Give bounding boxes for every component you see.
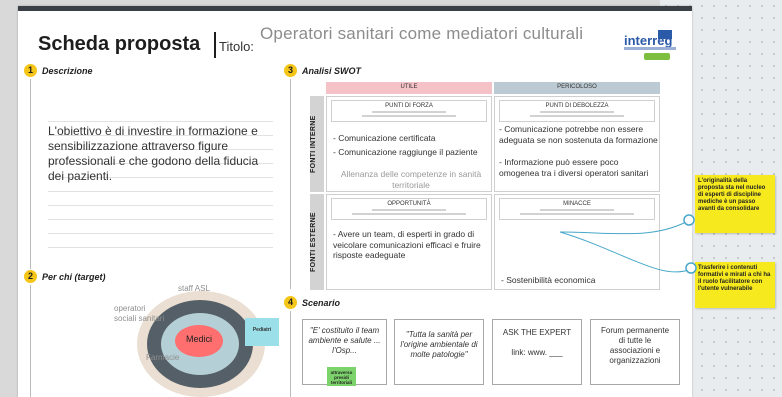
target-ring-core xyxy=(175,325,223,357)
description-text[interactable]: L'obiettivo è di investire in formazione… xyxy=(48,124,259,183)
sticky-note-pediatri[interactable]: Pediatri xyxy=(245,318,279,346)
logo-green-badge xyxy=(644,53,670,60)
section-3-title: Analisi SWOT xyxy=(302,66,362,76)
target-label-operatori: operatori sociali sanitari xyxy=(114,304,165,323)
strengths-title: PUNTI DI FORZA xyxy=(385,103,433,109)
target-label-staff: staff ASL xyxy=(178,284,210,293)
swot-col-pericoloso: PERICOLOSO xyxy=(494,82,660,94)
weaknesses-subtitle-line xyxy=(540,111,614,113)
proposal-board: Scheda proposta Titolo: Operatori sanita… xyxy=(18,6,692,397)
target-label-farmacie: Farmacie xyxy=(146,353,180,362)
swot-row-esterne: FONTI ESTERNE xyxy=(310,194,324,290)
section-3-badge: 3 xyxy=(284,64,297,77)
section-1-divider xyxy=(30,79,31,269)
board-top-bar xyxy=(18,6,692,11)
sticky-note-originalita[interactable]: L'originalità della proposta sta nel nuc… xyxy=(695,175,775,233)
section-2-divider xyxy=(30,285,31,397)
threats-title: MINACCE xyxy=(563,201,591,207)
strengths-subtitle-line xyxy=(372,111,446,113)
swot-row-interne: FONTI INTERNE xyxy=(310,96,324,192)
section-4-badge: 4 xyxy=(284,296,297,309)
opportunities-title: OPPORTUNITÀ xyxy=(387,201,431,207)
page-title: Scheda proposta xyxy=(38,33,201,55)
target-core-label: Medici xyxy=(185,334,212,344)
scenario-box-4[interactable]: Forum permanente di tutte le associazion… xyxy=(590,319,680,385)
weaknesses-subtitle-line xyxy=(530,115,624,117)
opportunities-subtitle-line xyxy=(372,209,446,211)
sticky-note-trasferire[interactable]: Trasferire i contenuti formativi e mirat… xyxy=(695,262,775,308)
section-2-title: Per chi (target) xyxy=(42,272,106,282)
title-separator xyxy=(214,32,216,58)
scenario-box-2[interactable]: "Tutta la sanità per l'origine ambiental… xyxy=(394,319,484,385)
section-1-title: Descrizione xyxy=(42,66,93,76)
swot-row-esterne-label: FONTI ESTERNE xyxy=(310,212,317,272)
swot-cell-weaknesses[interactable]: PUNTI DI DEBOLEZZA - Comunicazione potre… xyxy=(494,96,660,192)
section-4-title: Scenario xyxy=(302,298,341,308)
strengths-subtitle-line xyxy=(362,115,456,117)
strength-extra: Allenanza delle competenze in sanità ter… xyxy=(340,169,482,190)
threats-subtitle-line xyxy=(540,209,614,211)
threat-item: - Sostenibilità economica xyxy=(501,275,596,285)
logo-subtitle-bar xyxy=(624,47,676,50)
opportunities-subtitle-line xyxy=(352,213,466,215)
strengths-header-box: PUNTI DI FORZA xyxy=(331,100,487,122)
section-4-divider xyxy=(290,311,291,397)
eu-flag-icon xyxy=(658,30,672,39)
title-field-value[interactable]: Operatori sanitari come mediatori cultur… xyxy=(260,24,584,43)
weaknesses-title: PUNTI DI DEBOLEZZA xyxy=(545,103,609,109)
title-field-label: Titolo: xyxy=(219,39,254,54)
weaknesses-header-box: PUNTI DI DEBOLEZZA xyxy=(499,100,655,122)
swot-cell-strengths[interactable]: PUNTI DI FORZA - Comunicazione certifica… xyxy=(326,96,492,192)
sticky-note-presidi[interactable]: attraverso presidi territoriali xyxy=(327,367,356,386)
section-1-badge: 1 xyxy=(24,64,37,77)
section-3-divider xyxy=(290,79,291,289)
weakness-item-1: - Comunicazione potrebbe non essere adeg… xyxy=(499,124,658,145)
description-ruled-lines xyxy=(48,108,273,258)
threats-header-box: MINACCE xyxy=(499,198,655,220)
opportunities-header-box: OPPORTUNITÀ xyxy=(331,198,487,220)
strength-item-2: - Comunicazione raggiunge il paziente xyxy=(333,147,478,157)
threats-subtitle-line xyxy=(520,213,634,215)
swot-cell-opportunities[interactable]: OPPORTUNITÀ - Avere un team, di esperti … xyxy=(326,194,492,290)
strength-item-1: - Comunicazione certificata xyxy=(333,133,436,143)
opportunity-item: - Avere un team, di esperti in grado di … xyxy=(333,229,481,260)
swot-row-interne-label: FONTI INTERNE xyxy=(310,115,317,173)
weakness-item-2: - Informazione può essere poco omogenea … xyxy=(499,157,649,178)
section-2-badge: 2 xyxy=(24,270,37,283)
scenario-box-3[interactable]: ASK THE EXPERT link: www. ___ xyxy=(492,319,582,385)
swot-col-utile: UTILE xyxy=(326,82,492,94)
swot-cell-threats[interactable]: MINACCE - Sostenibilità economica xyxy=(494,194,660,290)
